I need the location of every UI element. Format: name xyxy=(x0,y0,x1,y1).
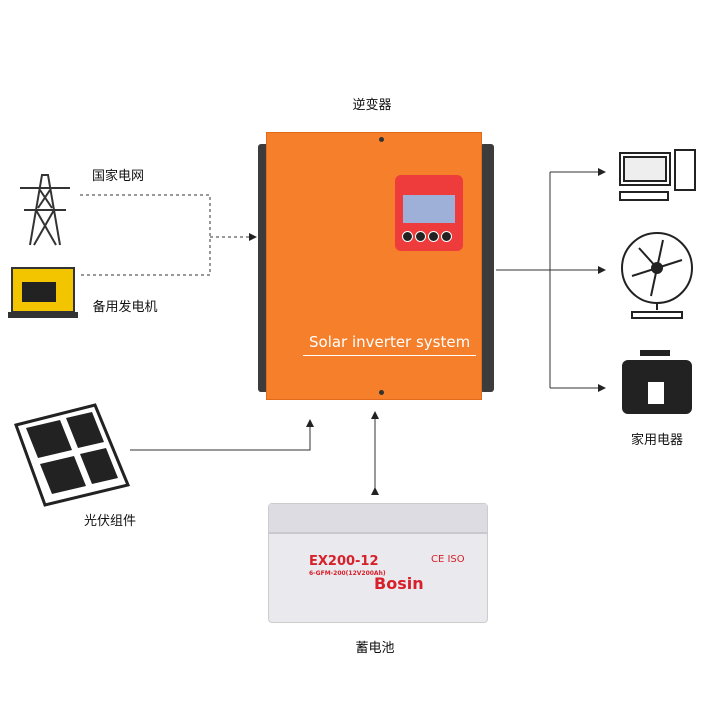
lcd-screen xyxy=(403,195,455,223)
battery-spec: 6-GFM-200(12V200Ah) xyxy=(309,570,386,577)
inverter-label: 逆变器 xyxy=(352,98,392,113)
battery-model: EX200-12 xyxy=(309,554,379,569)
solar-panel-icon xyxy=(14,403,131,507)
appliances-label: 家用电器 xyxy=(630,433,684,448)
battery-certs: CE ISO xyxy=(431,554,465,565)
control-panel xyxy=(395,175,463,251)
generator-icon xyxy=(8,267,78,318)
solar-label: 光伏组件 xyxy=(83,514,137,529)
fan-icon xyxy=(621,232,693,319)
inverter-title: Solar inverter system xyxy=(303,333,477,356)
generator-label: 备用发电机 xyxy=(92,300,158,315)
battery-image: EX200-12 6-GFM-200(12V200Ah) Bosin CE IS… xyxy=(268,503,488,623)
grid-line xyxy=(80,194,211,276)
rice-cooker-icon xyxy=(622,350,692,414)
load-line xyxy=(496,172,551,388)
solar-line xyxy=(130,419,314,451)
grid-label: 国家电网 xyxy=(91,169,145,184)
battery-label: 蓄电池 xyxy=(355,641,395,656)
power-tower-icon xyxy=(20,174,70,246)
battery-brand: Bosin xyxy=(374,574,424,593)
inverter-image: Solar inverter system xyxy=(258,132,496,400)
computer-icon xyxy=(619,149,696,201)
